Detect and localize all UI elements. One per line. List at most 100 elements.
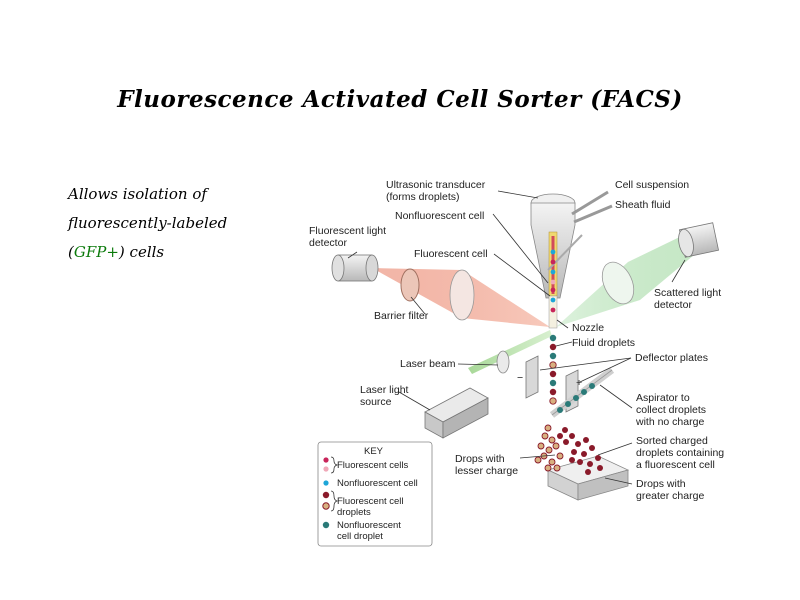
key-nonfl-droplet-2: cell droplet [337, 531, 383, 542]
key-box: KEY Fluorescent cells Nonfluorescent cel… [317, 441, 433, 547]
greater-charge-droplet [583, 437, 589, 443]
lesser-charge-droplet [544, 464, 552, 472]
greater-charge-droplet [575, 441, 581, 447]
label-deflector-plates: Deflector plates [635, 352, 708, 364]
minus-sign: − [517, 372, 523, 384]
cell-in-stream [550, 249, 556, 255]
plus-sign: + [576, 377, 582, 389]
label-barrier-filter: Barrier filter [374, 310, 429, 322]
label-scattered-2: detector [654, 299, 692, 311]
lesser-charge-droplet [548, 458, 556, 466]
key-fl-droplets-2: droplets [337, 507, 371, 518]
key-brace-2 [330, 490, 339, 512]
label-ultrasonic-1: Ultrasonic transducer [386, 179, 486, 191]
fluid-droplet [549, 397, 557, 405]
greater-charge-droplet [589, 445, 595, 451]
label-sorted-1: Sorted charged [636, 435, 708, 447]
greater-charge-droplet [563, 439, 569, 445]
fluid-droplet [549, 361, 557, 369]
label-lesser-1: Drops with [455, 453, 505, 465]
key-fl-droplets-1: Fluorescent cell [337, 496, 404, 507]
greater-charge-droplet [597, 465, 603, 471]
note-close: ) cells [118, 243, 165, 261]
label-lesser-2: lesser charge [455, 465, 518, 477]
cell-in-stream [550, 269, 556, 275]
fluid-droplet [549, 370, 557, 378]
greater-charge-droplet [577, 459, 583, 465]
greater-charge-droplet [571, 449, 577, 455]
label-aspirator-3: with no charge [635, 416, 704, 428]
lesser-charge-droplet [545, 446, 553, 454]
cell-in-stream [550, 297, 556, 303]
key-nonfluorescent-dot [323, 480, 329, 486]
note-open-paren: ( [68, 243, 74, 261]
cell-in-stream [550, 307, 556, 313]
label-fluid-droplets: Fluid droplets [572, 337, 635, 349]
uncharged-droplet [589, 383, 595, 389]
label-laser-source-1: Laser light [360, 384, 409, 396]
scattered-light-detector [678, 222, 720, 258]
cell-in-stream [550, 279, 556, 285]
lesser-charge-droplet [556, 452, 564, 460]
fluid-droplet [549, 343, 557, 351]
label-fl-detector-2: detector [309, 237, 347, 249]
label-fluorescent-cell: Fluorescent cell [414, 248, 488, 260]
note-line-2: fluorescently-labeled [68, 214, 228, 232]
greater-charge-droplet [595, 455, 601, 461]
leader-lines [347, 190, 686, 485]
lesser-charge-droplet [553, 464, 561, 472]
label-ultrasonic-2: (forms droplets) [386, 191, 460, 203]
lesser-charge-droplet [548, 436, 556, 444]
key-droplet-teal [322, 521, 330, 529]
cell-in-stream [550, 287, 556, 293]
lesser-charge-droplet [544, 424, 552, 432]
greater-charge-droplet [557, 433, 563, 439]
uncharged-droplet [557, 407, 563, 413]
greater-charge-droplet [569, 457, 575, 463]
fluid-droplet [549, 352, 557, 360]
key-droplet-tan [322, 502, 330, 510]
greater-charge-droplet [585, 469, 591, 475]
key-nonfluorescent-cell: Nonfluorescent cell [337, 478, 418, 489]
note-line-3: (GFP+) cells [68, 238, 288, 267]
lesser-charge-droplet [537, 442, 545, 450]
greater-charge-droplet [569, 433, 575, 439]
label-nonfluorescent-cell: Nonfluorescent cell [395, 210, 484, 222]
label-aspirator-1: Aspirator to [636, 392, 690, 404]
lesser-charge-droplet [552, 442, 560, 450]
lesser-charge-droplet [534, 456, 542, 464]
greater-charge-droplet [581, 451, 587, 457]
greater-charge-droplet [562, 427, 568, 433]
label-aspirator-2: collect droplets [636, 404, 706, 416]
label-scattered-1: Scattered light [654, 287, 721, 299]
label-sheath-fluid: Sheath fluid [615, 199, 671, 211]
laser-beam [468, 330, 552, 374]
description-note: Allows isolation of fluorescently-labele… [68, 180, 288, 267]
label-laser-source-2: source [360, 396, 392, 408]
scatter-lens [601, 261, 635, 305]
label-cell-suspension: Cell suspension [615, 179, 689, 191]
key-brace-1 [330, 456, 339, 474]
lesser-charge-droplet [541, 432, 549, 440]
label-laser-beam: Laser beam [400, 358, 456, 370]
key-fluorescent-dot-a [323, 457, 329, 463]
label-sorted-3: a fluorescent cell [636, 459, 715, 471]
key-title: KEY [364, 446, 384, 457]
fluorescent-light-detector [331, 254, 379, 282]
key-fluorescent-dot-b [323, 466, 329, 472]
droplets [534, 249, 603, 475]
cell-in-stream [550, 259, 556, 265]
key-nonfl-droplet-1: Nonfluorescent [337, 520, 401, 531]
greater-charge-droplet [587, 461, 593, 467]
uncharged-droplet [573, 395, 579, 401]
laser-light-source [424, 387, 489, 439]
fluorescent-lens [449, 269, 475, 321]
label-greater-2: greater charge [636, 490, 704, 502]
fluid-droplet [549, 379, 557, 387]
label-sorted-2: droplets containing [636, 447, 724, 459]
label-nozzle: Nozzle [572, 322, 604, 334]
slide-title: Fluorescence Activated Cell Sorter (FACS… [117, 86, 683, 113]
note-line-1: Allows isolation of [68, 185, 207, 203]
label-fl-detector-1: Fluorescent light [309, 225, 386, 237]
